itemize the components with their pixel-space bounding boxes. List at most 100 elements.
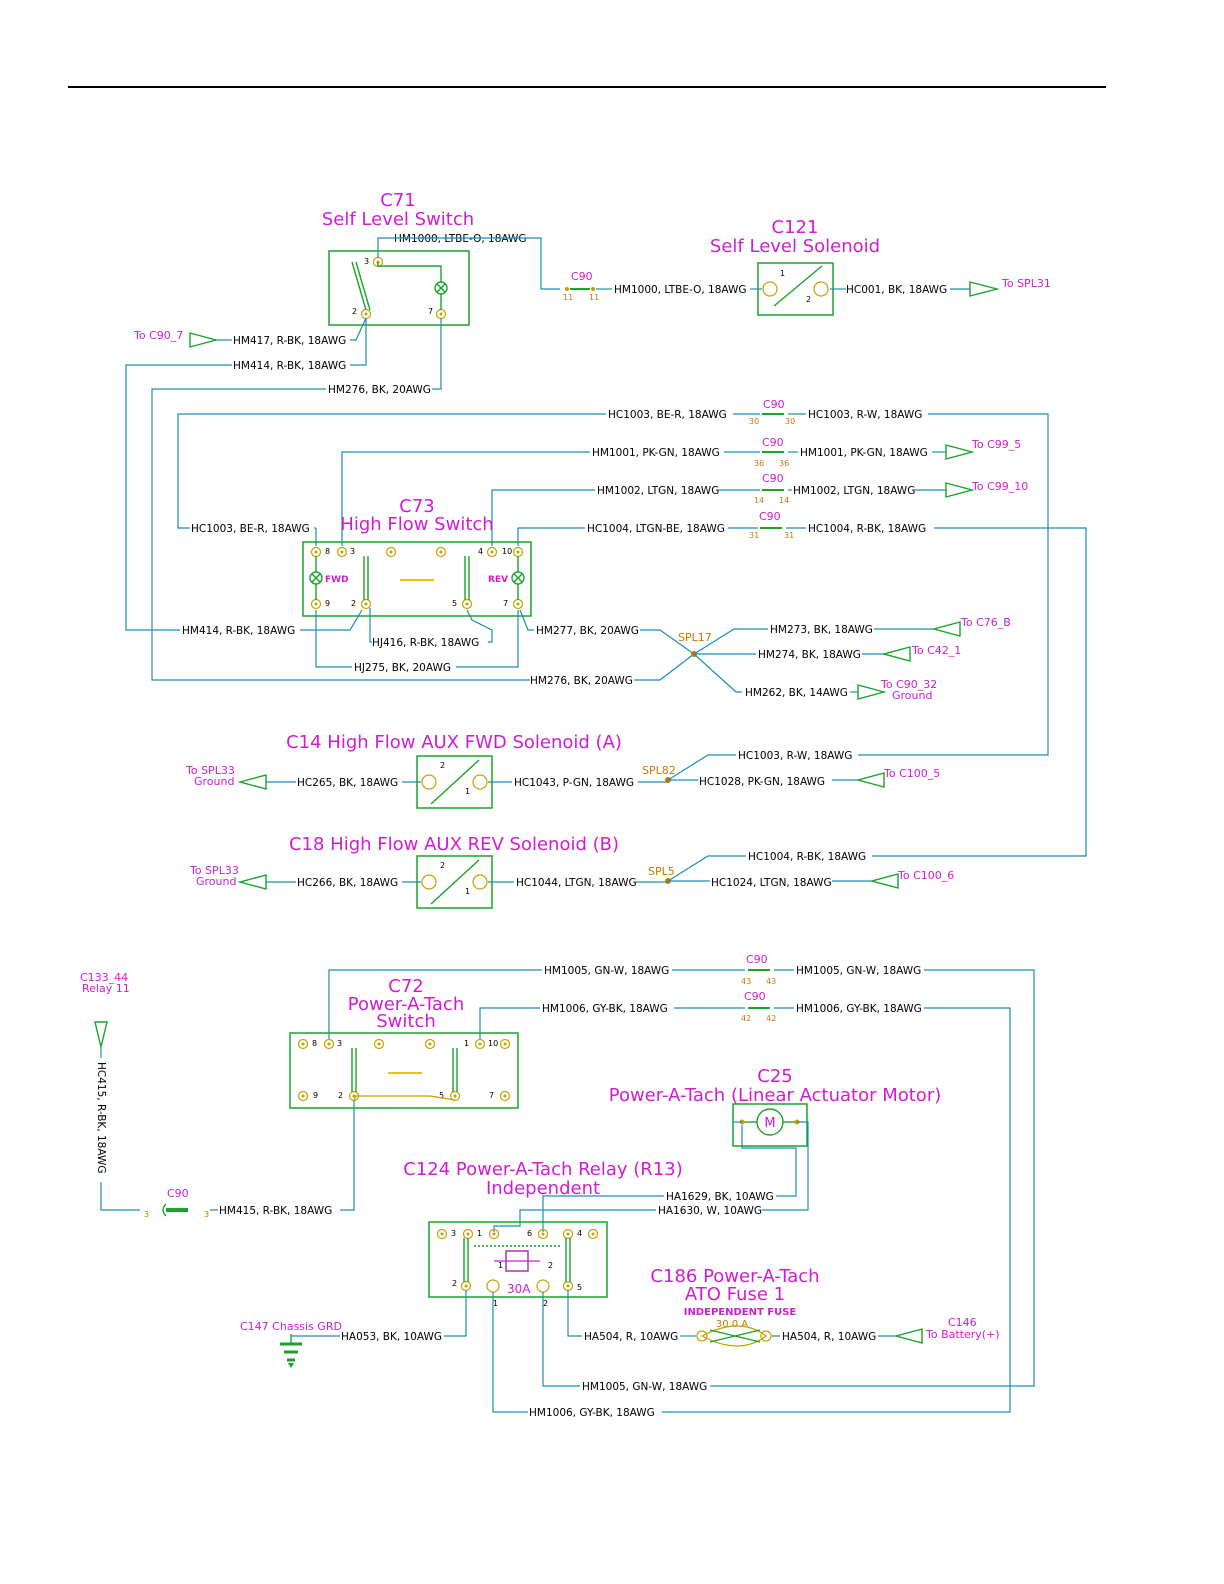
svg-text:Self Level Solenoid: Self Level Solenoid: [710, 236, 880, 257]
svg-text:8: 8: [325, 547, 330, 556]
wire-label: HM1005, GN-W, 18AWG: [544, 965, 669, 977]
wire-label: HM414, R-BK, 18AWG: [233, 360, 346, 372]
svg-text:36: 36: [754, 459, 764, 468]
ref-label: To SPL31: [1001, 277, 1051, 290]
svg-text:7: 7: [489, 1091, 494, 1100]
svg-text:2: 2: [452, 1279, 457, 1288]
c73-high-flow-switch: C73 High Flow Switch 8 3 4 10 9 2 5 7 FW…: [302, 496, 532, 617]
wire-label: HM277, BK, 20AWG: [536, 625, 639, 637]
wire-label: HC1003, R-W, 18AWG: [738, 750, 852, 762]
c14-solenoid: 21: [416, 755, 493, 809]
c90-connector: C90 43 43: [741, 953, 776, 986]
svg-text:SPL17: SPL17: [678, 631, 712, 644]
svg-text:C25: C25: [757, 1066, 792, 1087]
ref-label: To C99_10: [971, 480, 1028, 493]
wire-label: HC1024, LTGN, 18AWG: [711, 877, 832, 889]
svg-text:31: 31: [749, 531, 759, 540]
svg-text:2: 2: [338, 1091, 343, 1100]
svg-text:Power-A-Tach (Linear Actuator: Power-A-Tach (Linear Actuator Motor): [609, 1085, 942, 1106]
c90-connector: C90 3 3: [144, 1187, 209, 1219]
arrow-icon: [945, 482, 975, 498]
svg-text:30: 30: [749, 417, 759, 426]
wire-label: HC415, R-BK, 18AWG: [95, 1062, 107, 1173]
wire-label: HC1003, BE-R, 18AWG: [608, 409, 727, 421]
wire-label: HM1002, LTGN, 18AWG: [793, 485, 915, 497]
c90-connector: C90 14 14: [754, 472, 789, 505]
svg-text:3: 3: [144, 1210, 149, 1219]
ref-label: To C90_7: [133, 329, 183, 342]
wire-label: HC1003, R-W, 18AWG: [808, 409, 922, 421]
wire-label: HC1004, R-BK, 18AWG: [748, 851, 866, 863]
arrow-icon: [237, 774, 267, 790]
svg-text:1: 1: [464, 1039, 469, 1048]
wire-label: HM1005, GN-W, 18AWG: [796, 965, 921, 977]
ref-label: C133_44: [80, 971, 128, 984]
svg-text:30A: 30A: [507, 1282, 531, 1296]
svg-text:7: 7: [428, 307, 433, 316]
c90-connector: C90 30 30: [749, 398, 795, 426]
wire-label: HC265, BK, 18AWG: [297, 777, 398, 789]
wire-label: HJ416, R-BK, 18AWG: [372, 637, 479, 649]
wire-label: HM1006, GY-BK, 18AWG: [542, 1003, 668, 1015]
svg-text:30.0 A: 30.0 A: [716, 1319, 748, 1330]
svg-text:2: 2: [806, 295, 811, 304]
svg-text:30: 30: [785, 417, 795, 426]
svg-text:5: 5: [577, 1283, 582, 1292]
ref-label: To C100_5: [883, 767, 940, 780]
c71-self-level-switch: C71 Self Level Switch 3 2 7: [322, 190, 474, 326]
svg-text:14: 14: [779, 496, 789, 505]
svg-text:1: 1: [477, 1229, 482, 1238]
ref-label: To C99_5: [971, 438, 1021, 451]
wire-label: HA504, R, 10AWG: [584, 1331, 678, 1343]
svg-text:Switch: Switch: [376, 1011, 436, 1032]
c124-title: C124 Power-A-Tach Relay (R13): [403, 1159, 682, 1180]
wire-label: HM417, R-BK, 18AWG: [233, 335, 346, 347]
arrow-icon: [237, 874, 267, 890]
ref-label: To C76_B: [960, 616, 1011, 629]
c25-linear-actuator-motor: C25 Power-A-Tach (Linear Actuator Motor)…: [609, 1066, 942, 1147]
wire-label: HM274, BK, 18AWG: [758, 649, 861, 661]
wire-label: HA1630, W, 10AWG: [658, 1205, 762, 1217]
svg-text:5: 5: [452, 599, 457, 608]
svg-text:High Flow Switch: High Flow Switch: [340, 514, 493, 535]
svg-text:ATO Fuse 1: ATO Fuse 1: [685, 1284, 785, 1305]
c186-fuse: C186 Power-A-Tach ATO Fuse 1 INDEPENDENT…: [650, 1266, 820, 1347]
arrow-icon: [869, 873, 899, 889]
c124-subtitle: Independent: [486, 1178, 600, 1199]
wire-label: HM1002, LTGN, 18AWG: [597, 485, 719, 497]
svg-text:42: 42: [766, 1014, 776, 1023]
c90-connector: C90 31 31: [749, 510, 794, 540]
svg-text:4: 4: [577, 1229, 582, 1238]
svg-text:C90: C90: [744, 990, 766, 1003]
svg-text:7: 7: [503, 599, 508, 608]
svg-text:3: 3: [337, 1039, 342, 1048]
ref-label: To C100_6: [897, 869, 954, 882]
svg-text:2: 2: [548, 1261, 553, 1270]
wire-label: HM414, R-BK, 18AWG: [182, 625, 295, 637]
arrow-icon: [893, 1328, 923, 1344]
svg-text:2: 2: [440, 861, 445, 870]
ref-label: To SPL33: [189, 864, 239, 877]
svg-text:43: 43: [766, 977, 776, 986]
wire-label: HM1006, GY-BK, 18AWG: [529, 1407, 655, 1419]
wire-label: HM1001, PK-GN, 18AWG: [592, 447, 720, 459]
svg-text:C90: C90: [167, 1187, 189, 1200]
svg-text:C121: C121: [772, 217, 819, 238]
svg-text:8: 8: [312, 1039, 317, 1048]
svg-text:10: 10: [488, 1039, 498, 1048]
svg-text:FWD: FWD: [325, 575, 349, 585]
c90-connector: C90 42 42: [741, 990, 776, 1023]
svg-text:3: 3: [350, 547, 355, 556]
wire-label: HM276, BK, 20AWG: [328, 384, 431, 396]
svg-text:C90: C90: [759, 510, 781, 523]
wire-label: HM1000, LTBE-O, 18AWG: [614, 284, 747, 296]
ref-label: Ground: [194, 775, 234, 788]
arrow-icon: [189, 332, 219, 348]
svg-text:36: 36: [779, 459, 789, 468]
wire-label: HM415, R-BK, 18AWG: [219, 1205, 332, 1217]
motor-icon: M: [764, 1116, 775, 1131]
wire-label: HC1044, LTGN, 18AWG: [516, 877, 637, 889]
svg-text:5: 5: [439, 1091, 444, 1100]
